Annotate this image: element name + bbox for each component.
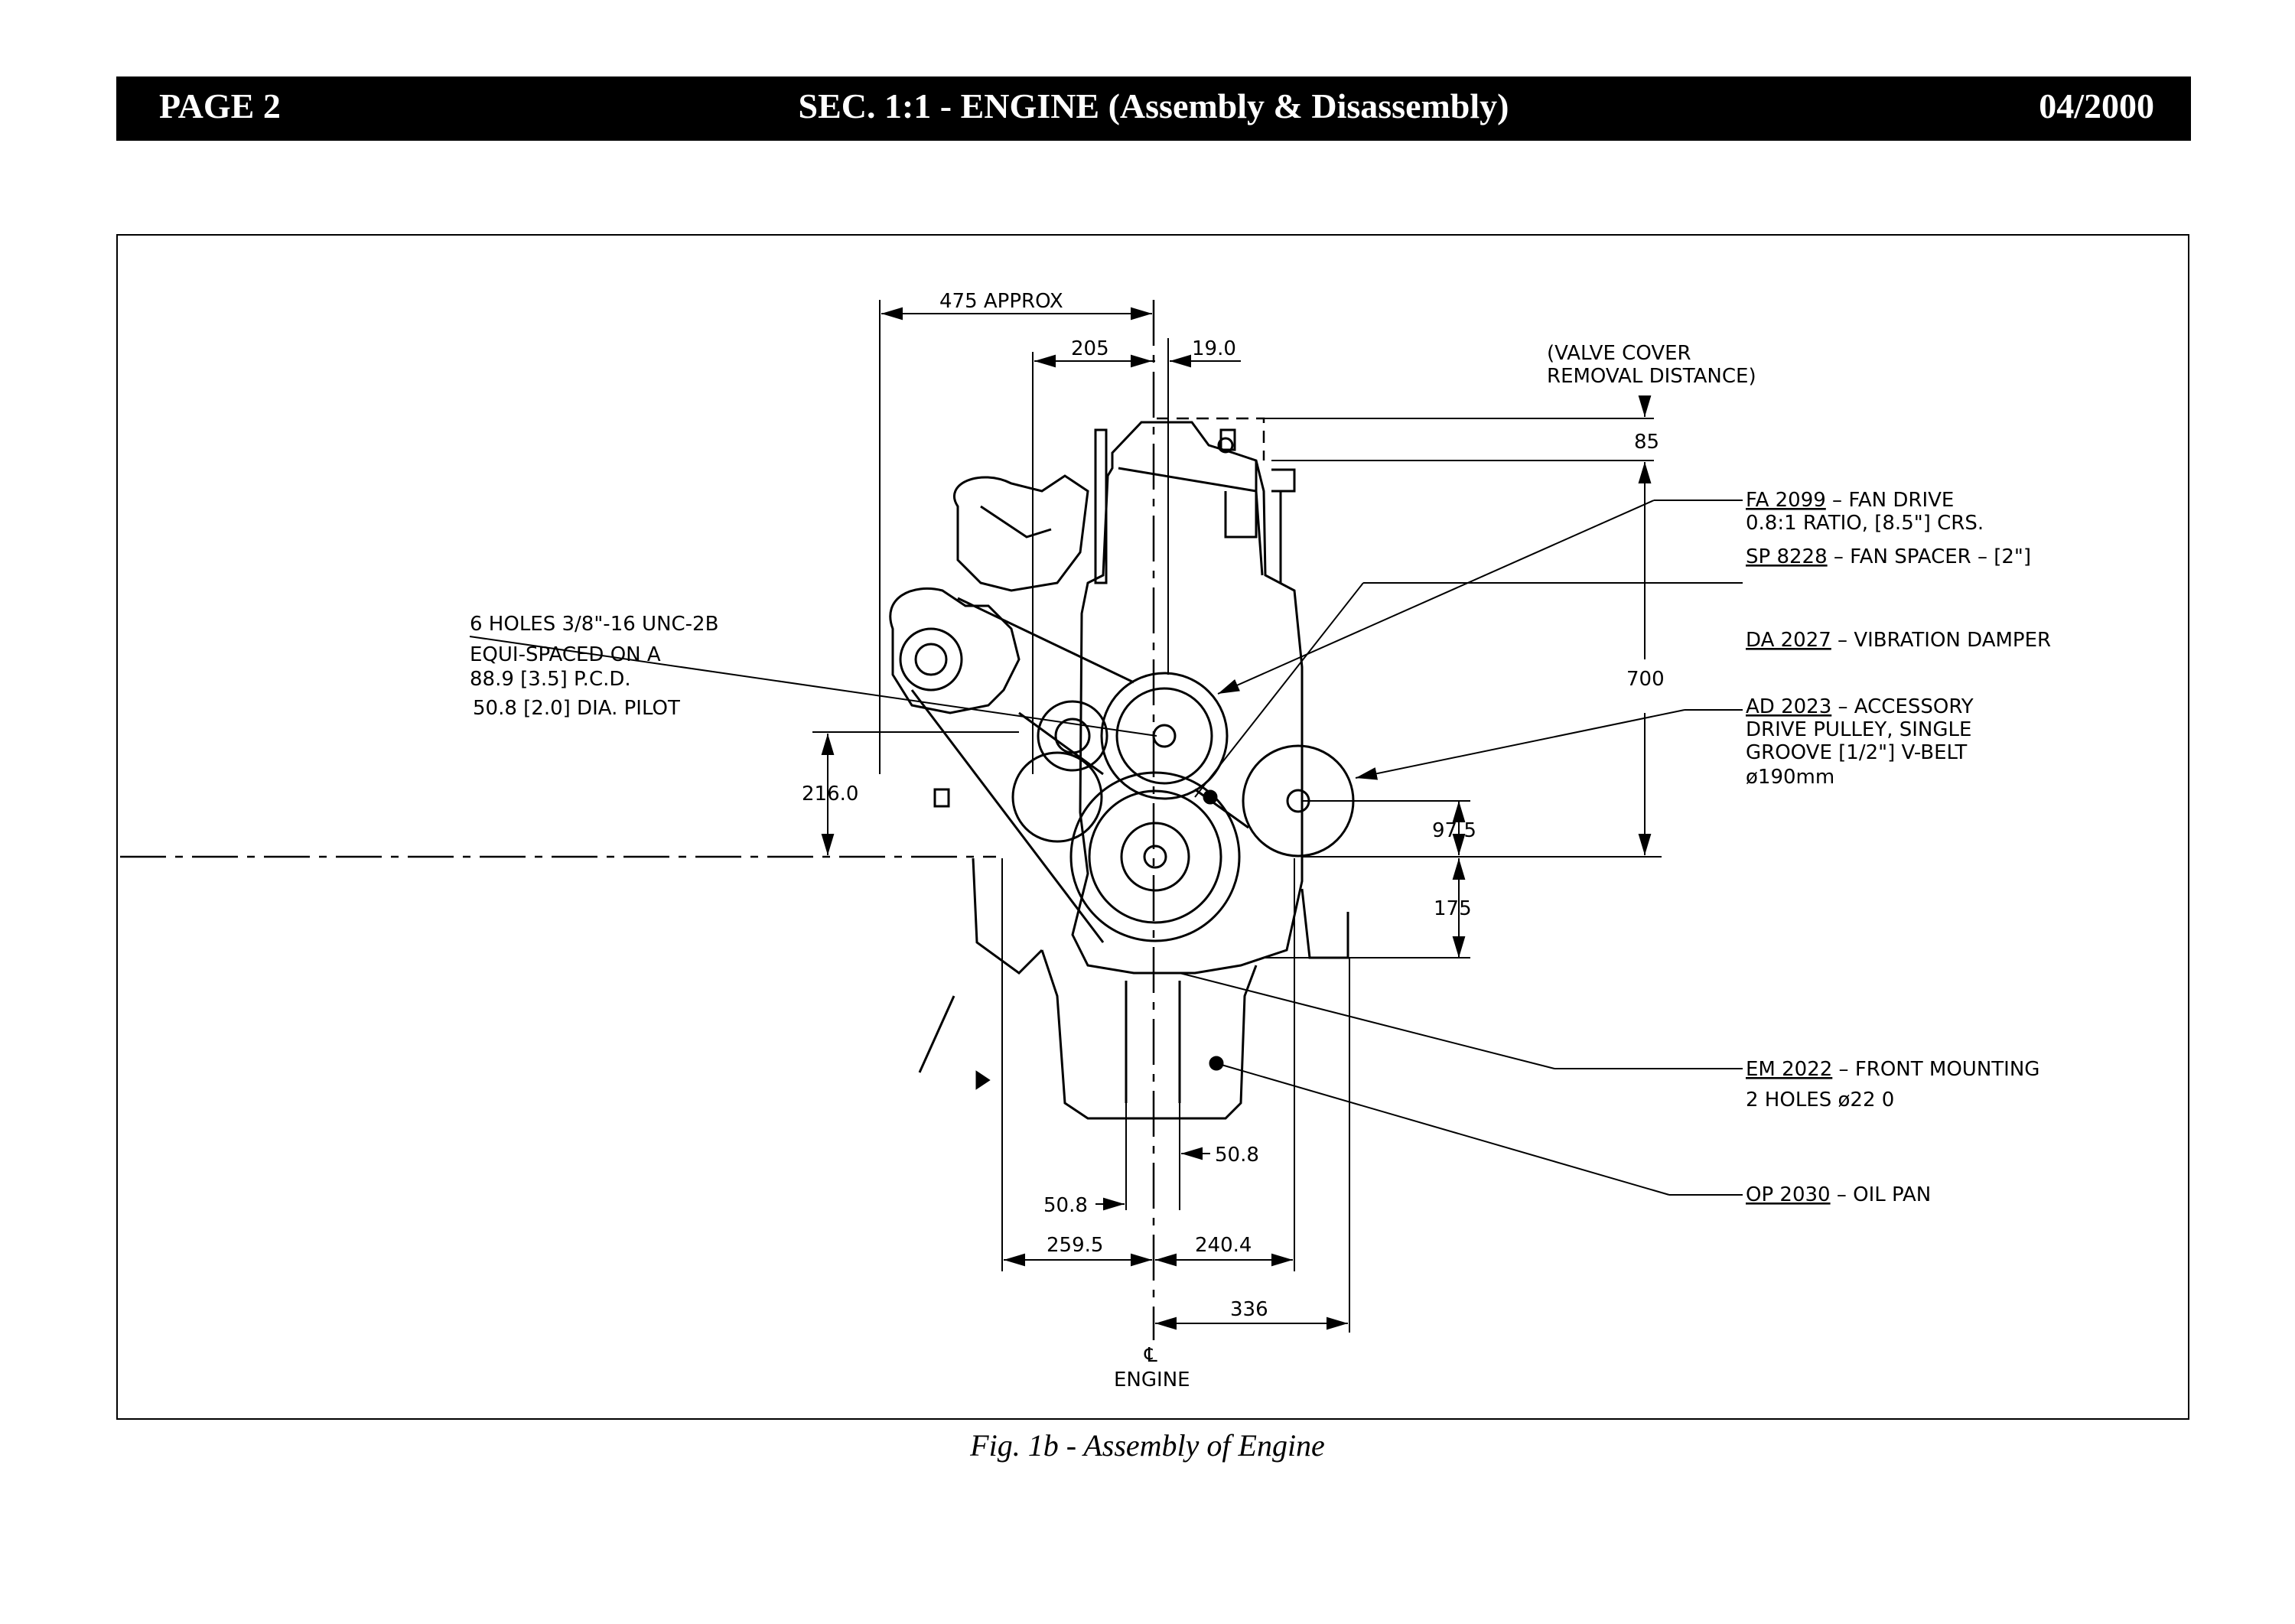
sp-code: SP 8228 (1746, 545, 1828, 568)
ad-code: AD 2023 (1746, 695, 1831, 718)
page-number: PAGE 2 (159, 86, 281, 125)
em-code: EM 2022 (1746, 1058, 1832, 1081)
dim-85: 85 (1634, 431, 1659, 454)
holes-note: 6 HOLES 3/8"-16 UNC-2B EQUI-SPACED ON A … (470, 613, 718, 720)
figure-caption: Fig. 1b - Assembly of Engine (970, 1428, 1325, 1463)
dim-336: 336 (1230, 1298, 1268, 1321)
em-text: – FRONT MOUNTING (1832, 1058, 2039, 1081)
callout-fan-drive: FA 2099 – FAN DRIVE (1746, 489, 1954, 512)
dim-175: 175 (1434, 897, 1472, 920)
da-text: – VIBRATION DAMPER (1831, 629, 2051, 652)
section-title: SEC. 1:1 - ENGINE (Assembly & Disassembl… (798, 86, 1509, 125)
dim-97-5: 97.5 (1432, 819, 1476, 842)
op-code: OP 2030 (1746, 1183, 1831, 1206)
dim-50-8-right: 50.8 (1215, 1144, 1259, 1167)
dim-700: 700 (1626, 668, 1665, 691)
holes-note-line-3: 88.9 [3.5] P.C.D. (470, 668, 631, 691)
dim-216: 216.0 (802, 783, 858, 805)
dim-240-4: 240.4 (1195, 1234, 1252, 1257)
valve-cover-note: (VALVE COVER REMOVAL DISTANCE) (1547, 342, 1756, 388)
engine-drawing: 475 APPROX 205 19.0 85 700 216.0 97.5 17… (120, 290, 2051, 1391)
page-header: SEC. 1:1 - ENGINE (Assembly & Disassembl… (116, 76, 2191, 141)
ad-text: – ACCESSORY (1831, 695, 1973, 718)
callout-accessory-line-3: GROOVE [1/2"] V-BELT (1746, 741, 1967, 764)
valve-cover-note-line-2: REMOVAL DISTANCE) (1547, 365, 1756, 388)
callout-fan-spacer: SP 8228 – FAN SPACER – [2"] (1746, 545, 2031, 568)
centerline-label: ENGINE (1114, 1369, 1190, 1391)
fa-code: FA 2099 (1746, 489, 1826, 512)
holes-note-line-4: 50.8 [2.0] DIA. PILOT (473, 697, 680, 720)
centerline-symbol: ℄ (1144, 1344, 1157, 1367)
dimension-labels: 475 APPROX 205 19.0 85 700 216.0 97.5 17… (802, 290, 1665, 1321)
callout-front-mounting-holes: 2 HOLES ø22 0 (1746, 1089, 1894, 1111)
callout-oil-pan: OP 2030 – OIL PAN (1746, 1183, 1931, 1206)
engine-centerline-label: ℄ ENGINE (1114, 1344, 1190, 1391)
dim-19: 19.0 (1192, 337, 1236, 360)
callout-accessory-pulley: AD 2023 – ACCESSORY (1746, 695, 1974, 718)
engine-assembly-figure: 475 APPROX 205 19.0 85 700 216.0 97.5 17… (116, 234, 2189, 1420)
fa-text: – FAN DRIVE (1826, 489, 1955, 512)
da-code: DA 2027 (1746, 629, 1831, 652)
holes-note-line-1: 6 HOLES 3/8"-16 UNC-2B (470, 613, 718, 636)
dim-50-8-left: 50.8 (1043, 1194, 1088, 1217)
op-text: – OIL PAN (1831, 1183, 1932, 1206)
dim-475-approx: 475 APPROX (939, 290, 1063, 313)
dimension-lines (469, 300, 1743, 1333)
callout-fan-drive-ratio: 0.8:1 RATIO, [8.5"] CRS. (1746, 512, 1984, 535)
revision-date: 04/2000 (2039, 86, 2154, 125)
callout-front-mounting: EM 2022 – FRONT MOUNTING (1746, 1058, 2039, 1081)
callout-accessory-line-4: ø190mm (1746, 766, 1834, 789)
callout-vibration-damper: DA 2027 – VIBRATION DAMPER (1746, 629, 2051, 652)
holes-note-line-2: EQUI-SPACED ON A (470, 643, 661, 666)
valve-cover-note-line-1: (VALVE COVER (1547, 342, 1691, 365)
dim-259-5: 259.5 (1047, 1234, 1103, 1257)
sp-text: – FAN SPACER – [2"] (1828, 545, 2031, 568)
part-callouts: FA 2099 – FAN DRIVE 0.8:1 RATIO, [8.5"] … (1746, 489, 2051, 1206)
callout-accessory-line-2: DRIVE PULLEY, SINGLE (1746, 718, 1971, 741)
dim-205: 205 (1071, 337, 1109, 360)
